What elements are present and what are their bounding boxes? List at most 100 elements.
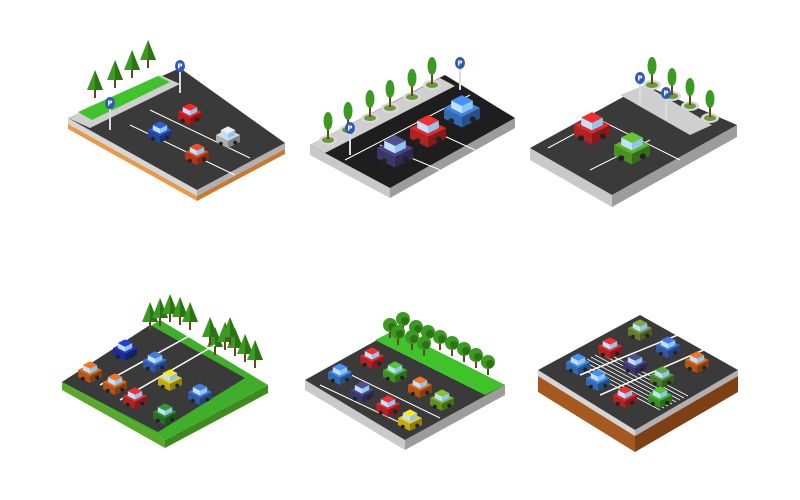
tree-crown-shade [438, 335, 446, 343]
tree [705, 90, 715, 117]
tree-trunk [402, 322, 404, 332]
tree-trunk [169, 312, 171, 322]
scene-parking-lot-on-soil [538, 315, 738, 452]
tree [222, 317, 238, 345]
car-window [660, 390, 668, 399]
car-window [617, 390, 625, 399]
car-window [590, 373, 598, 382]
tree-crown-shade [474, 353, 482, 361]
car [350, 381, 374, 403]
car-wheel [639, 153, 646, 160]
car-wheel [345, 377, 350, 382]
parking-sign-icon [175, 60, 185, 72]
parking-sign-letter: P [637, 75, 642, 83]
tree-crown-shade [132, 50, 140, 70]
tree-trunk [651, 74, 653, 84]
tree [247, 340, 263, 368]
parking-sign: P [175, 60, 185, 93]
car-window [388, 399, 396, 408]
car-wheel [400, 424, 405, 429]
tree-trunk [147, 58, 149, 68]
car-window [412, 380, 420, 389]
tree-trunk [214, 345, 216, 355]
tree-crown-shade [450, 341, 458, 349]
car-side [328, 372, 340, 385]
car [216, 126, 240, 148]
tree [87, 70, 103, 98]
tile-side-right [635, 370, 738, 436]
tree-trunk [229, 335, 231, 345]
car [648, 386, 672, 408]
tree-crown-shade [462, 347, 470, 355]
parking-sign-icon [661, 87, 671, 99]
car-window [157, 407, 165, 416]
car-side [648, 395, 660, 408]
car-side [216, 135, 228, 148]
car-side [444, 108, 462, 128]
planter-soil [406, 94, 418, 100]
tree-trunk [179, 315, 181, 325]
car [613, 386, 637, 408]
car-wheel [630, 334, 635, 339]
parking-sign-icon [455, 57, 465, 69]
parking-sign-letter: P [177, 63, 182, 71]
car [143, 351, 167, 373]
lot-line [319, 384, 406, 426]
car-window [410, 413, 418, 422]
car-wheel [170, 417, 175, 422]
car-side [650, 375, 662, 388]
car-window [384, 140, 395, 154]
car-roof [581, 112, 603, 123]
car-window [147, 355, 155, 364]
car-window [220, 130, 228, 139]
car-side [613, 395, 625, 408]
car-side [377, 148, 395, 168]
car-window [117, 343, 125, 352]
car-side [350, 390, 362, 403]
car-window [668, 340, 676, 349]
car-side [586, 378, 598, 391]
tree [385, 80, 395, 107]
sign-pole [179, 69, 181, 93]
planter-soil [322, 137, 334, 143]
lot-line [602, 350, 689, 397]
car-side [628, 328, 640, 341]
tree-trunk [327, 129, 329, 139]
car [685, 351, 709, 373]
car-wheel [125, 402, 130, 407]
parking-sign-letter: P [347, 125, 352, 133]
tree-trunk [369, 107, 371, 117]
tree [365, 90, 375, 117]
car-wheel [447, 403, 452, 408]
car-wheel [352, 396, 357, 401]
car-roof [220, 126, 236, 134]
tree-trunk [244, 352, 246, 362]
car [360, 347, 384, 369]
car-window [115, 377, 123, 386]
car-roof [654, 366, 670, 374]
car-wheel [640, 367, 645, 372]
tree [667, 68, 677, 95]
car-window [135, 391, 143, 400]
planter-soil [646, 82, 658, 88]
car-wheel [625, 368, 630, 373]
car-wheel [652, 381, 657, 386]
car-roof [157, 403, 173, 411]
car-wheel [402, 156, 409, 163]
car [444, 95, 480, 128]
car-roof [364, 347, 380, 355]
car-wheel [469, 116, 476, 123]
car-window [127, 391, 135, 400]
car-window [402, 413, 410, 422]
parking-sign-letter: P [457, 60, 462, 68]
car [430, 389, 454, 411]
tile-side-right [405, 385, 505, 450]
car [586, 369, 610, 391]
car-side [123, 396, 135, 409]
car-wheel [150, 136, 155, 141]
car-wheel [583, 367, 588, 372]
car-window [340, 367, 348, 376]
parking-sign-icon [105, 97, 115, 109]
scene-parking-lot-with-planters: PP [310, 57, 515, 198]
car-side [430, 398, 442, 411]
